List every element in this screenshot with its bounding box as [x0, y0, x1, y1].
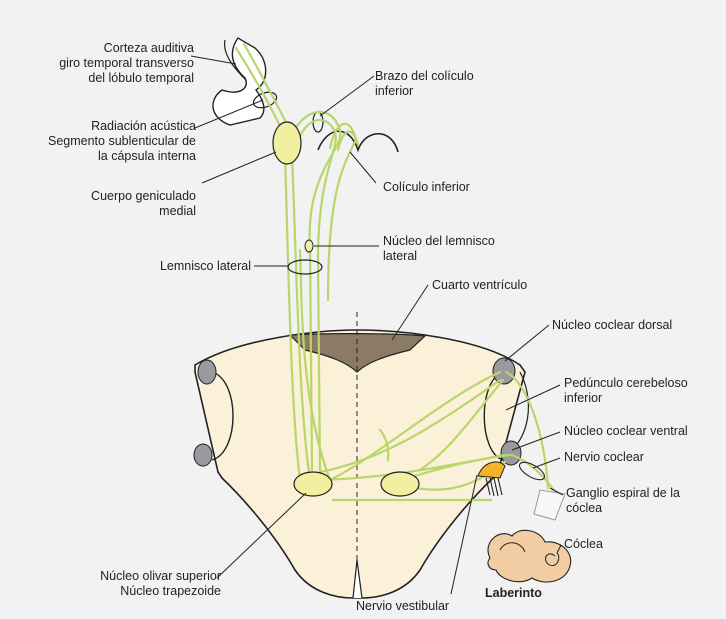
label-cuerpo-geniculado: Cuerpo geniculado medial: [91, 189, 196, 219]
label-nucleo-lemnisco: Núcleo del lemnisco lateral: [383, 234, 495, 264]
label-olivar-line-1: Núcleo olivar superior: [100, 569, 221, 584]
label-corteza-line-3: del lóbulo temporal: [59, 71, 194, 86]
lateral-lemniscus-nucleus: [305, 240, 313, 252]
label-nucleo-lemnisco-line-2: lateral: [383, 249, 495, 264]
label-corteza-line-1: Corteza auditiva: [59, 41, 194, 56]
label-nucleo-lemnisco-line-1: Núcleo del lemnisco: [383, 234, 495, 249]
label-cuarto-ventriculo: Cuarto ventrículo: [432, 278, 527, 293]
label-lemnisco-lateral: Lemnisco lateral: [160, 259, 251, 274]
label-geniculado-line-1: Cuerpo geniculado: [91, 189, 196, 204]
label-nervio-vestibular: Nervio vestibular: [356, 599, 449, 614]
label-peduncular-line-2: inferior: [564, 391, 688, 406]
label-nucleo-coclear-ventral: Núcleo coclear ventral: [564, 424, 688, 439]
left-lower-gray-nucleus: [194, 444, 212, 466]
label-brazo-coliculo: Brazo del colículo inferior: [375, 69, 474, 99]
superior-olivary-nucleus-left: [294, 472, 332, 496]
label-brazo-line-2: inferior: [375, 84, 474, 99]
label-coliculo-inferior: Colículo inferior: [383, 180, 470, 195]
label-ganglio-espiral: Ganglio espiral de la cóclea: [566, 486, 680, 516]
label-radiacion-line-1: Radiación acústica: [48, 119, 196, 134]
label-corteza-line-2: giro temporal transverso: [59, 56, 194, 71]
label-ganglio-line-2: cóclea: [566, 501, 680, 516]
label-radiacion-acustica: Radiación acústica Segmento sublenticula…: [48, 119, 196, 164]
label-olivar-line-2: Núcleo trapezoide: [100, 584, 221, 599]
label-coclea: Cóclea: [564, 537, 603, 552]
label-peduncular: Pedúnculo cerebeloso inferior: [564, 376, 688, 406]
label-radiacion-line-2: Segmento sublenticular de: [48, 134, 196, 149]
label-ganglio-line-1: Ganglio espiral de la: [566, 486, 680, 501]
label-nervio-coclear: Nervio coclear: [564, 450, 644, 465]
superior-olivary-nucleus-right: [381, 472, 419, 496]
label-nucleo-olivar: Núcleo olivar superior Núcleo trapezoide: [100, 569, 221, 599]
label-geniculado-line-2: medial: [91, 204, 196, 219]
label-radiacion-line-3: la cápsula interna: [48, 149, 196, 164]
medial-geniculate-body: [273, 122, 301, 164]
label-brazo-line-1: Brazo del colículo: [375, 69, 474, 84]
label-laberinto: Laberinto: [485, 586, 542, 601]
label-nucleo-coclear-dorsal: Núcleo coclear dorsal: [552, 318, 672, 333]
label-corteza-auditiva: Corteza auditiva giro temporal transvers…: [59, 41, 194, 86]
left-upper-gray-nucleus: [198, 360, 216, 384]
label-peduncular-line-1: Pedúnculo cerebeloso: [564, 376, 688, 391]
